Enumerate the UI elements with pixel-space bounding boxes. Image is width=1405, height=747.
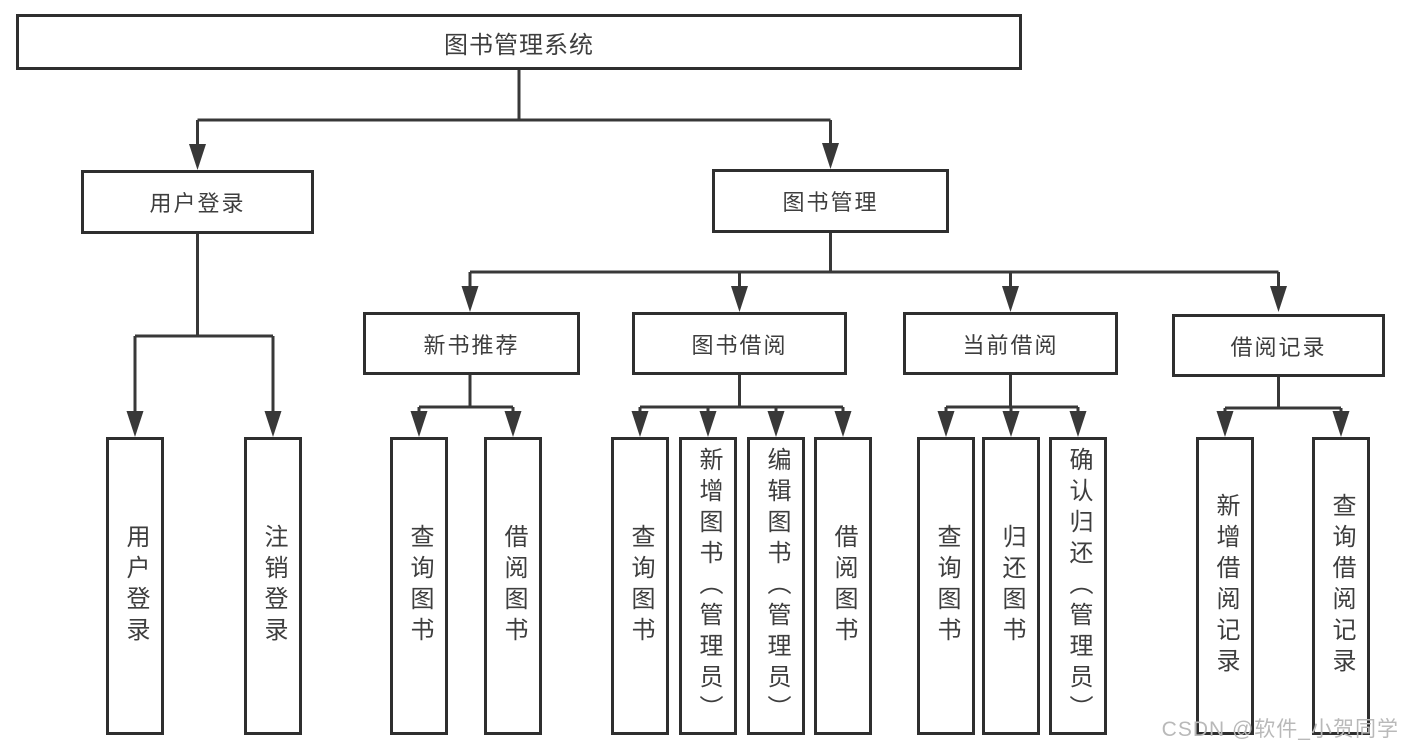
leaf-nbr-query-books: 查询图书 — [390, 437, 448, 735]
leaf-bb-borrow-books: 借阅图书 — [814, 437, 872, 735]
node-new-book-rec: 新书推荐 — [363, 312, 580, 375]
node-book-mgmt: 图书管理 — [712, 169, 949, 233]
leaf-cb-confirm-return-admin: 确认归还（管理员） — [1049, 437, 1107, 735]
leaf-bb-add-books-admin: 新增图书（管理员） — [679, 437, 737, 735]
connector-user-login-branch — [126, 234, 282, 437]
node-user-login: 用户登录 — [81, 170, 314, 234]
leaf-cb-query-books: 查询图书 — [917, 437, 975, 735]
leaf-br-add-record: 新增借阅记录 — [1196, 437, 1254, 735]
leaf-br-query-record: 查询借阅记录 — [1312, 437, 1370, 735]
leaf-user-login: 用户登录 — [106, 437, 164, 735]
node-root-title: 图书管理系统 — [16, 14, 1022, 70]
watermark-text: CSDN @软件_小贺同学 — [1161, 718, 1399, 741]
node-current-borrow: 当前借阅 — [903, 312, 1118, 375]
leaf-logout: 注销登录 — [244, 437, 302, 735]
leaf-nbr-borrow-books: 借阅图书 — [484, 437, 542, 735]
node-book-borrow: 图书借阅 — [632, 312, 847, 375]
leaf-bb-edit-books-admin: 编辑图书（管理员） — [747, 437, 805, 735]
connector-book-mgmt-branch — [461, 233, 1287, 312]
connector-new-book-rec-branch — [410, 375, 522, 437]
leaf-bb-query-books: 查询图书 — [611, 437, 669, 735]
connector-book-borrow-branch — [631, 375, 852, 437]
connector-borrow-records-branch — [1216, 377, 1350, 437]
node-borrow-records: 借阅记录 — [1172, 314, 1385, 377]
connector-root-to-level2 — [189, 70, 839, 170]
leaf-cb-return-books: 归还图书 — [982, 437, 1040, 735]
connector-current-borrow-branch — [937, 375, 1087, 437]
